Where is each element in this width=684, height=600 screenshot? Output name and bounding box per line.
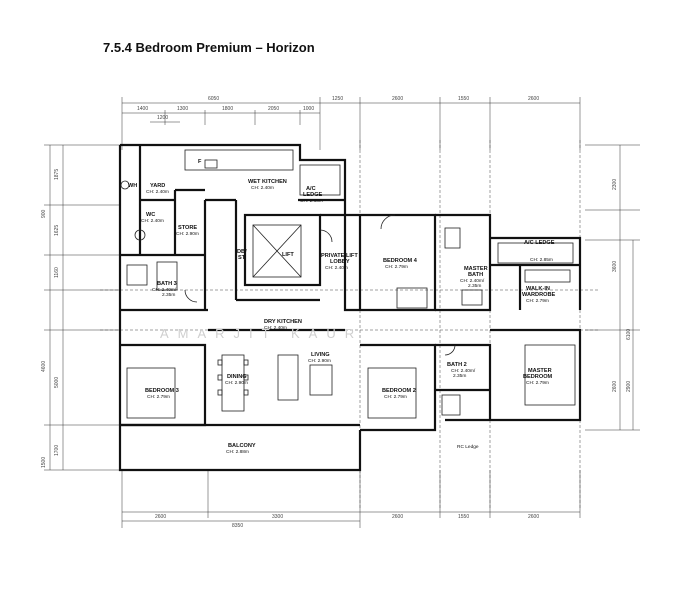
master-bath-height: CH: 2.40m/ [460, 278, 485, 284]
dim-top-1: 6050 [208, 96, 219, 102]
dim-left-6: 1500 [41, 457, 47, 468]
lift-label: LIFT [282, 252, 294, 258]
fridge-label: F [198, 159, 202, 165]
bath2-height-2: 2.35m [453, 373, 466, 379]
room-labels: F WET KITCHEN CH: 2.40m WH YARD CH: 2.40… [128, 159, 556, 455]
wc-height: CH: 2.40m [141, 218, 164, 224]
dimension-lines [44, 97, 640, 528]
dim-bottom-total: 8350 [232, 523, 243, 529]
store-height: CH: 2.90m [176, 231, 199, 237]
dim-right-3: 2600 [612, 381, 618, 392]
dim-left-7: 4600 [41, 361, 47, 372]
bedroom4-height: CH: 2.79m [385, 264, 408, 270]
bath2-label: BATH 2 [447, 362, 467, 368]
private-lift-lobby-label-2: LOBBY [330, 259, 350, 265]
dim-left-3: 1160 [54, 267, 60, 278]
dim-bottom-5: 2600 [528, 514, 539, 520]
walk-in-wardrobe-label: WALK-IN [526, 286, 550, 292]
master-bath-label: MASTER [464, 266, 488, 272]
dim-top-row2-5: 1000 [303, 106, 314, 112]
db-label-2: ST [238, 255, 246, 261]
ac-ledge-kitchen-label-2: LEDGE [303, 192, 323, 198]
bedroom3-height: CH: 2.79m [147, 394, 170, 400]
bath3-height: CH: 2.40m/ [152, 287, 177, 293]
dry-kitchen-label: DRY KITCHEN [264, 319, 302, 325]
db-label: DB/ [237, 249, 247, 255]
plan-title: 7.5.4 Bedroom Premium – Horizon [103, 40, 315, 55]
dry-kitchen-height: CH: 2.40m [264, 325, 287, 331]
ac-ledge-master-label: A/C LEDGE [524, 240, 555, 246]
dim-top-row2-1: 1400 [137, 106, 148, 112]
dim-right-5: 6100 [626, 329, 632, 340]
fixtures [120, 149, 576, 419]
dim-bottom-2: 3300 [272, 514, 283, 520]
dim-left-8: 900 [41, 209, 47, 218]
ac-ledge-kitchen-label: A/C [306, 186, 316, 192]
walk-in-wardrobe-height: CH: 2.79m [526, 298, 549, 304]
dim-bottom-1: 2600 [155, 514, 166, 520]
bedroom2-height: CH: 2.79m [384, 394, 407, 400]
ac-ledge-kitchen-height: CH: 2.68m [300, 198, 323, 204]
dim-bottom-4: 1550 [458, 514, 469, 520]
master-bath-label-2: BATH [468, 272, 483, 278]
balcony-label: BALCONY [228, 443, 256, 449]
private-lift-lobby-label: PRIVATE LIFT [321, 253, 358, 259]
dining-height: CH: 2.90m [225, 380, 248, 386]
store-label: STORE [178, 225, 197, 231]
dim-top-row2-3: 1800 [222, 106, 233, 112]
dining-label: DINING [227, 374, 247, 380]
private-lift-lobby-height: CH: 2.40m [325, 265, 348, 271]
dim-right-1: 2300 [612, 179, 618, 190]
ac-ledge-master-height: CH: 2.85m [530, 257, 553, 263]
bedroom4-label: BEDROOM 4 [383, 258, 418, 264]
dim-top-row3-1: 1200 [157, 115, 168, 121]
dim-left-2: 1625 [54, 225, 60, 236]
dim-top-5: 2600 [528, 96, 539, 102]
dim-right-4: 2900 [626, 381, 632, 392]
dim-left-5: 1700 [54, 445, 60, 456]
wet-kitchen-height: CH: 2.40m [251, 185, 274, 191]
dim-top-4: 1550 [458, 96, 469, 102]
master-bedroom-label: MASTER [528, 368, 552, 374]
yard-height: CH: 2.40m [146, 189, 169, 195]
dim-left-1: 1875 [54, 169, 60, 180]
dim-top-2: 1250 [332, 96, 343, 102]
bedroom3-label: BEDROOM 3 [145, 388, 179, 394]
wc-label: WC [146, 212, 155, 218]
bath3-height-2: 2.35m [162, 292, 175, 298]
master-bedroom-label-2: BEDROOM [523, 374, 553, 380]
living-height: CH: 2.90m [308, 358, 331, 364]
dim-top-row2-4: 2050 [268, 106, 279, 112]
living-label: LIVING [311, 352, 330, 358]
bath2-height: CH: 2.40m/ [451, 368, 476, 374]
watermark: AMARJIT KAUR [160, 326, 363, 341]
bath3-label: BATH 3 [157, 281, 177, 287]
dim-top-row2-2: 1300 [177, 106, 188, 112]
walk-in-wardrobe-label-2: WARDROBE [522, 292, 556, 298]
balcony-height: CH: 2.88m [226, 449, 249, 455]
yard-label: YARD [150, 183, 165, 189]
bedroom2-label: BEDROOM 2 [382, 388, 416, 394]
master-bath-height-2: 2.35m [468, 283, 481, 289]
dim-left-4: 5000 [54, 377, 60, 388]
dim-top-3: 2600 [392, 96, 403, 102]
master-bedroom-height: CH: 2.79m [526, 380, 549, 386]
dim-bottom-3: 2600 [392, 514, 403, 520]
wet-kitchen-label: WET KITCHEN [248, 179, 287, 185]
dim-right-2: 3600 [612, 261, 618, 272]
dimension-labels: 6050 1250 2600 1550 2600 1400 1300 1800 … [41, 96, 632, 529]
rc-ledge-label: RC Ledge [457, 444, 479, 450]
walls [118, 143, 582, 472]
wh-label: WH [128, 183, 137, 189]
